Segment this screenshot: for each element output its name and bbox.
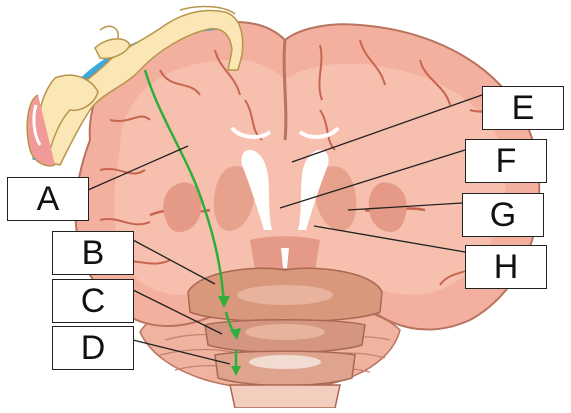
label-D: D (52, 326, 134, 370)
label-H: H (465, 245, 547, 289)
label-B: B (52, 231, 134, 275)
label-F: F (465, 139, 547, 183)
brainstem (188, 268, 382, 408)
label-E: E (482, 86, 564, 130)
label-A: A (7, 177, 89, 221)
label-C: C (52, 279, 134, 323)
label-G: G (462, 193, 544, 237)
